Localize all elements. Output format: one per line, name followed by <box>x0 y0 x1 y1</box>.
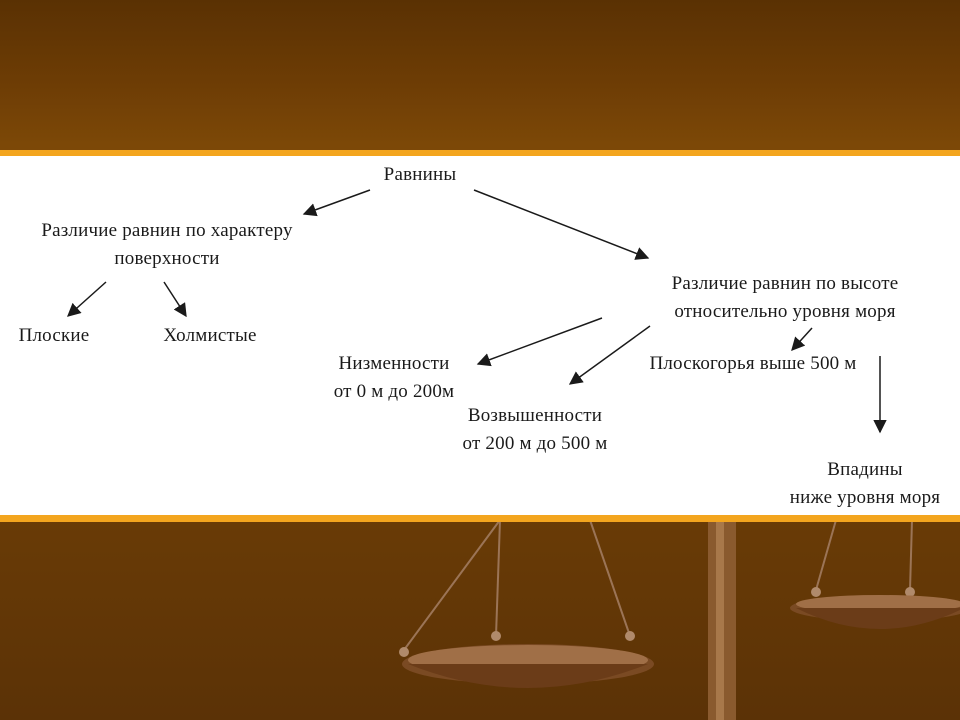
node-by-surface-line1: Различие равнин по характеру <box>41 220 293 241</box>
arrow-height-to-lowlands <box>476 317 603 367</box>
node-hilly-label: Холмистые <box>163 325 257 346</box>
node-hilly: Холмистые <box>146 322 274 350</box>
arrow-root-to-height <box>473 189 650 260</box>
node-root-label: Равнины <box>383 164 457 185</box>
node-by-height-line2: относительно уровня моря <box>674 301 896 322</box>
node-plateaus: Плоскогорья выше 500 м <box>622 350 884 378</box>
node-depressions: Впадины ниже уровня моря <box>772 456 958 512</box>
node-flat: Плоские <box>6 322 102 350</box>
arrow-height-to-uplands <box>568 325 651 385</box>
node-root: Равнины <box>354 161 486 189</box>
node-depressions-title: Впадины <box>827 459 903 480</box>
scales-left-pan <box>399 519 654 688</box>
node-flat-label: Плоские <box>18 325 90 346</box>
scales-right-pan <box>790 519 960 629</box>
node-uplands-range: от 200 м до 500 м <box>462 433 608 454</box>
diagram-panel: Равнины Различие равнин по характеру пов… <box>0 150 960 522</box>
node-by-height: Различие равнин по высоте относительно у… <box>640 270 930 326</box>
node-plateaus-title: Плоскогорья выше 500 м <box>649 353 857 374</box>
arrow-height-to-plateaus <box>791 327 813 351</box>
node-by-surface-line2: поверхности <box>114 248 220 269</box>
arrow-surface-to-hilly <box>163 281 187 318</box>
node-uplands-title: Возвышенности <box>467 405 603 426</box>
arrows-layer <box>66 189 887 434</box>
node-by-height-line1: Различие равнин по высоте <box>671 273 899 294</box>
node-depressions-range: ниже уровня моря <box>789 487 941 508</box>
arrow-root-to-surface <box>302 189 371 217</box>
node-lowlands: Низменности от 0 м до 200м <box>312 350 476 406</box>
scales-pillar <box>708 515 736 720</box>
node-lowlands-title: Низменности <box>338 353 450 374</box>
node-uplands: Возвышенности от 200 м до 500 м <box>440 402 630 458</box>
node-by-surface: Различие равнин по характеру поверхности <box>8 217 326 273</box>
arrow-surface-to-flat <box>66 281 107 317</box>
node-lowlands-range: от 0 м до 200м <box>333 381 455 402</box>
